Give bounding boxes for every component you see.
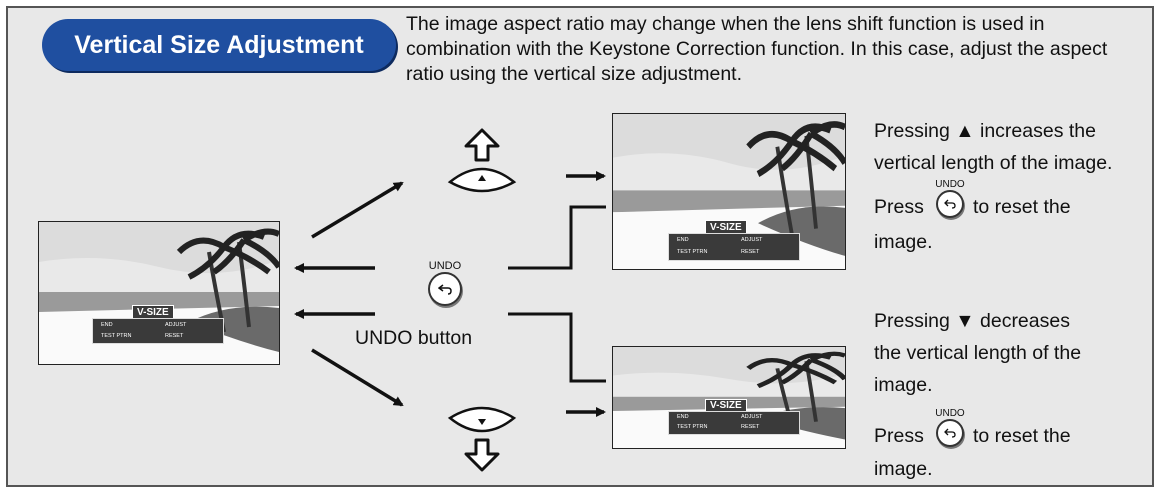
arrow-to-lower (311, 348, 404, 407)
undo-label: UNDO (935, 408, 965, 419)
up-undo-icon-group: UNDO (932, 180, 968, 218)
screen-decreased: V-SIZE END ADJUST TEST PTRN RESET (612, 346, 846, 449)
osd-menu: END ADJUST TEST PTRN RESET (668, 233, 800, 261)
down-press-row: Press (874, 425, 924, 448)
osd-end: END (677, 414, 689, 420)
osd-adjust: ADJUST (741, 414, 763, 420)
osd-end: END (677, 237, 689, 243)
undo-button-group: UNDO (410, 260, 480, 306)
osd-test-ptrn: TEST PTRN (101, 333, 132, 339)
undo-icon (944, 428, 956, 438)
undo-label: UNDO (428, 260, 462, 272)
osd-title-text: V-SIZE (137, 306, 169, 318)
osd-reset: RESET (165, 333, 184, 339)
up-desc-line1: Pressing ▲ increases the (874, 120, 1096, 142)
beach-scene-image-tall (613, 114, 845, 269)
down-arrow-icon (464, 438, 500, 472)
down-undo-icon-group: UNDO (932, 409, 968, 447)
osd-end: END (101, 322, 113, 328)
down-reset-text: to reset the (973, 425, 1071, 447)
down-image-text: image. (874, 458, 933, 480)
section-title: Vertical Size Adjustment (42, 19, 396, 71)
connector-upper (508, 205, 606, 270)
up-triangle-icon (478, 175, 486, 181)
up-reset-text: to reset the (973, 196, 1071, 218)
osd-adjust: ADJUST (741, 237, 763, 243)
connector-lower (508, 312, 606, 383)
osd-title-text: V-SIZE (710, 221, 742, 233)
osd-test-ptrn: TEST PTRN (677, 249, 708, 255)
osd-title: V-SIZE (705, 220, 747, 234)
up-press-text: Press (874, 196, 924, 218)
osd-title-text: V-SIZE (710, 400, 742, 411)
screen-increased: V-SIZE END ADJUST TEST PTRN RESET (612, 113, 846, 270)
down-desc-line3: image. (874, 374, 933, 396)
down-press-text: Press (874, 425, 924, 447)
screen-original: V-SIZE END ADJUST TEST PTRN RESET (38, 221, 280, 365)
up-desc-line2: vertical length of the image. (874, 152, 1113, 174)
undo-button-small (936, 419, 964, 447)
beach-scene-image (39, 222, 279, 364)
undo-button[interactable] (428, 272, 462, 306)
osd-title: V-SIZE (132, 305, 174, 319)
down-desc-line1: Pressing ▼ decreases (874, 310, 1070, 332)
arrow-to-upper (311, 181, 404, 239)
osd-adjust: ADJUST (165, 322, 187, 328)
up-description: Pressing ▲ increases the vertical length… (874, 115, 1112, 179)
down-triangle-icon (478, 419, 486, 425)
osd-test-ptrn: TEST PTRN (677, 424, 708, 430)
intro-text: The image aspect ratio may change when t… (406, 13, 1108, 85)
up-arrow-icon (464, 128, 500, 162)
osd-reset: RESET (741, 424, 760, 430)
down-desc-line2: the vertical length of the (874, 342, 1082, 364)
down-description: Pressing ▼ decreases the vertical length… (874, 305, 1081, 401)
osd-reset: RESET (741, 249, 760, 255)
up-press-row: Press (874, 196, 924, 219)
undo-icon (944, 199, 956, 209)
undo-button-small (936, 190, 964, 218)
osd-menu: END ADJUST TEST PTRN RESET (668, 411, 800, 435)
up-image-text: image. (874, 231, 933, 253)
undo-label: UNDO (935, 179, 965, 190)
down-button[interactable] (446, 400, 518, 474)
undo-icon (438, 284, 452, 295)
up-button[interactable] (446, 126, 518, 196)
undo-button-caption: UNDO button (355, 327, 473, 349)
osd-menu: END ADJUST TEST PTRN RESET (92, 318, 224, 344)
